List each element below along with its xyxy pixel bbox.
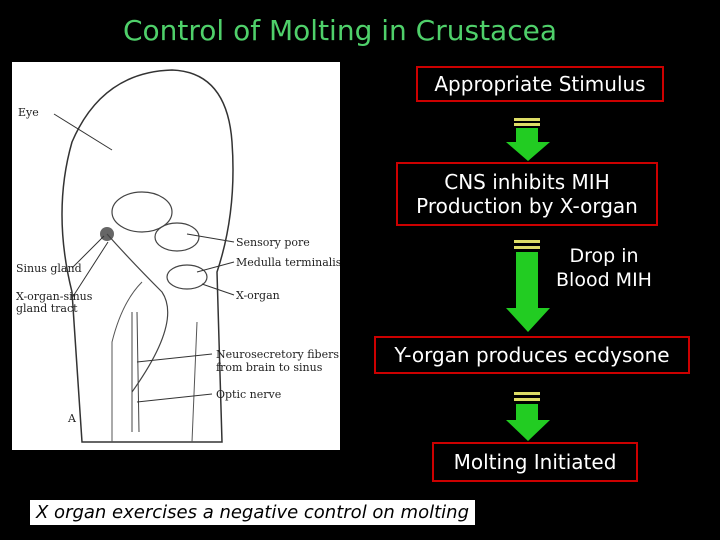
step-cns-inhibits: CNS inhibits MIH Production by X-organ [396,162,658,226]
arrow-down-icon [506,240,550,332]
step-y-organ: Y-organ produces ecdysone [374,336,690,374]
arrow-down-icon [506,118,550,161]
step-molting: Molting Initiated [432,442,638,482]
label-optic-nerve: Optic nerve [216,388,281,401]
label-medulla: Medulla terminalis [236,256,340,269]
label-panel-a: A [67,412,77,425]
label-x-organ: X-organ [236,289,280,302]
arrow-down-icon [506,392,550,441]
drop-in-mih-note: Drop in Blood MIH [556,245,652,291]
label-sinus-gland: Sinus gland [16,262,82,275]
label-sensory-pore: Sensory pore [236,236,310,249]
slide-title: Control of Molting in Crustacea [123,14,557,47]
step-stimulus: Appropriate Stimulus [416,66,664,102]
caption-text: X organ exercises a negative control on … [30,500,475,525]
label-eye: Eye [18,106,39,119]
